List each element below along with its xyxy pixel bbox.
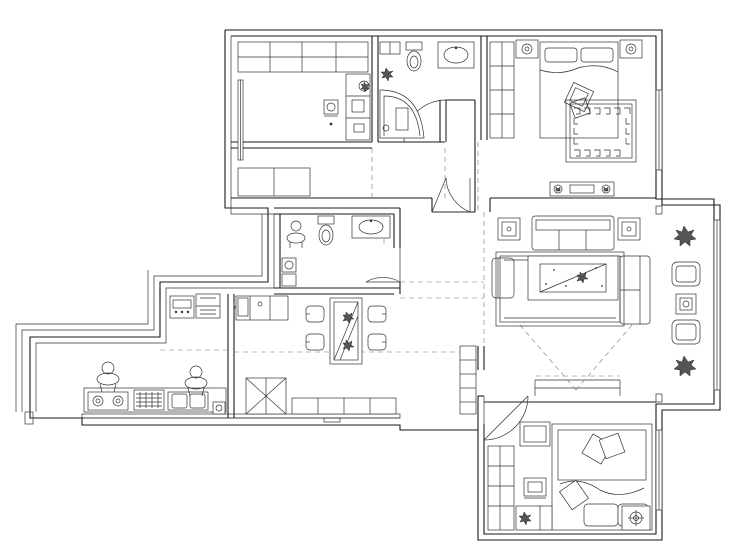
washing-machine-icon xyxy=(281,257,297,287)
bedside-table xyxy=(515,505,651,531)
side-table xyxy=(675,293,697,315)
grill xyxy=(133,389,165,411)
bookshelf xyxy=(237,41,369,197)
shoe-cabinet xyxy=(459,345,477,415)
plant-icon xyxy=(358,80,370,93)
wardrobe xyxy=(487,445,515,531)
plant-icon xyxy=(380,67,394,82)
master-bath xyxy=(379,41,475,139)
desk-chair-icon xyxy=(323,99,339,126)
toilet-icon xyxy=(317,215,335,246)
wardrobe xyxy=(489,41,515,139)
kitchen xyxy=(83,293,227,415)
stove-icon xyxy=(87,391,129,411)
desk-chair-icon xyxy=(523,477,547,499)
person-icon xyxy=(286,220,306,248)
study xyxy=(237,41,371,197)
guest-bath xyxy=(281,215,391,287)
toilet-icon xyxy=(405,41,423,72)
dining-table-icon xyxy=(329,297,363,365)
person-icon xyxy=(96,361,208,397)
fridge-icon xyxy=(245,377,287,415)
double-bed-icon xyxy=(539,41,619,139)
rug xyxy=(565,99,637,163)
master-bedroom xyxy=(489,39,643,197)
desk xyxy=(345,73,371,141)
sideboard xyxy=(291,397,397,415)
balcony xyxy=(671,225,701,377)
dining-chair xyxy=(305,305,387,351)
second-bedroom xyxy=(487,421,653,531)
sofa-set-icon xyxy=(531,215,651,325)
tv-cabinet xyxy=(549,181,615,197)
plant-icon xyxy=(673,225,697,377)
sink-icon xyxy=(351,215,391,239)
armchair xyxy=(491,217,641,299)
bedside-table xyxy=(515,39,643,59)
shower-icon xyxy=(379,89,425,139)
coffee-table xyxy=(527,255,619,301)
storage-cabinet xyxy=(235,295,289,321)
appliances xyxy=(169,293,221,319)
bin xyxy=(212,401,226,415)
lounge-chair-icon xyxy=(671,261,701,345)
sink-icon xyxy=(437,41,475,69)
dining xyxy=(235,295,477,415)
armchair xyxy=(519,421,551,447)
plant-icon xyxy=(518,511,532,526)
living-room xyxy=(491,215,651,327)
windows xyxy=(237,79,721,511)
